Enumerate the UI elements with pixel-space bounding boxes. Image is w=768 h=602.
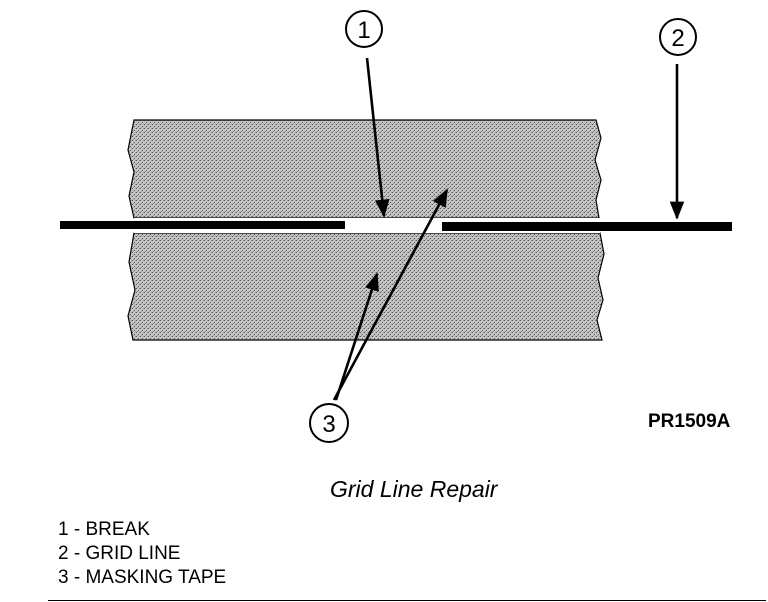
- callout-1-circle: [345, 10, 383, 48]
- masking-tape-upper: [127, 119, 602, 219]
- grid-line-repair-diagram: 1 2 3 PR1509A: [60, 10, 732, 443]
- callout-2-label: 2: [671, 25, 684, 52]
- callout-2-circle: [659, 18, 697, 56]
- figure-code: PR1509A: [648, 411, 731, 432]
- callout-3-label: 3: [322, 411, 335, 438]
- callout-1-leader: [365, 57, 390, 218]
- callout-3-leader-upper: [332, 188, 449, 401]
- legend-item-grid-line: 2 - GRID LINE: [58, 543, 181, 564]
- masking-tape-lower: [127, 232, 605, 341]
- callout-3-circle: [309, 403, 349, 443]
- callout-3-leader-lower: [334, 272, 379, 401]
- callout-1-label: 1: [357, 17, 370, 44]
- grid-line-right-segment: [442, 222, 732, 231]
- grid-line-left-segment: [60, 221, 345, 229]
- legend-item-break: 1 - BREAK: [58, 519, 150, 540]
- bottom-divider: [48, 600, 766, 601]
- legend: 1 - BREAK 2 - GRID LINE 3 - MASKING TAPE: [58, 518, 226, 590]
- figure-caption: Grid Line Repair: [330, 476, 498, 502]
- legend-item-masking-tape: 3 - MASKING TAPE: [58, 567, 227, 588]
